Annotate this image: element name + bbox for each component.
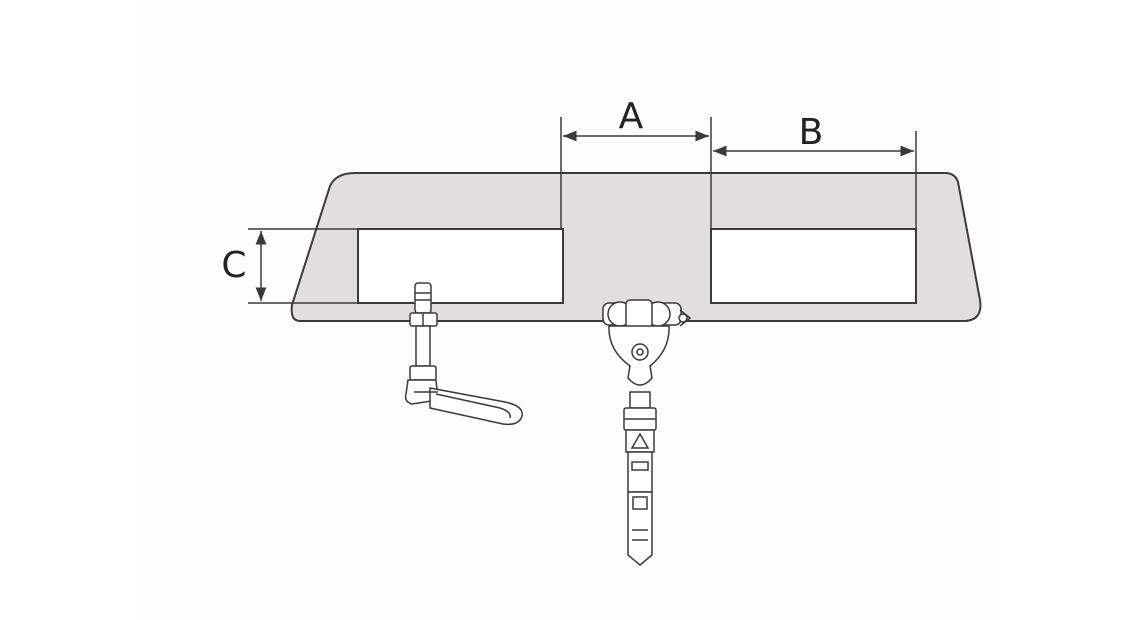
swivel-lifting-hook	[602, 299, 692, 566]
dimension-a	[560, 117, 712, 229]
fork-pocket-right	[710, 228, 917, 304]
dimension-b	[713, 131, 917, 229]
clamping-lever-handle	[404, 282, 523, 426]
dimension-a-label: A	[619, 96, 644, 137]
dimension-c	[248, 228, 358, 304]
dimension-b-label: B	[799, 112, 824, 153]
fork-pocket-left	[357, 228, 564, 304]
dimension-c-label: C	[221, 245, 246, 286]
